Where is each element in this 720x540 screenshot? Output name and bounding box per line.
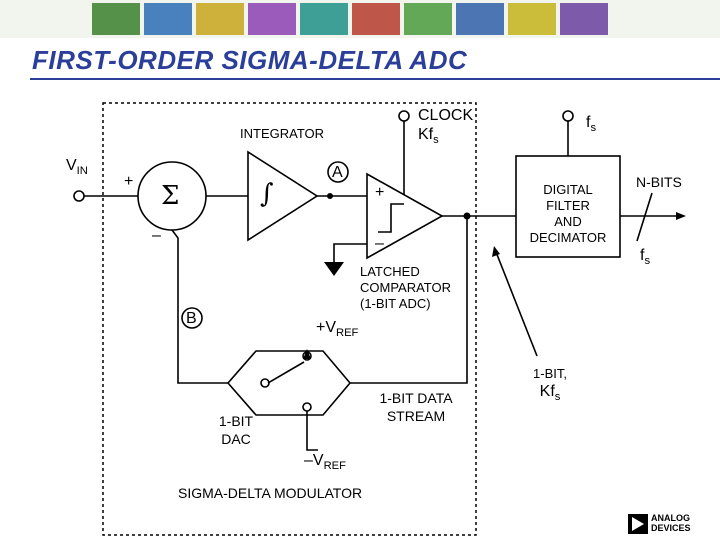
banner-tile	[196, 3, 244, 35]
node-b-bubble	[181, 307, 203, 329]
slide-title: FIRST-ORDER SIGMA-DELTA ADC	[32, 45, 468, 75]
banner-tile	[404, 3, 452, 35]
wire-vref-neg	[306, 411, 318, 451]
banner-tile	[300, 3, 348, 35]
vin-label: VIN	[66, 157, 88, 177]
vref-neg-label: –VREF	[304, 452, 346, 472]
banner-tile	[248, 3, 296, 35]
sigma-symbol: Σ	[161, 181, 180, 211]
banner-tile	[352, 3, 400, 35]
node-a-label: A	[332, 164, 343, 181]
dac-switch-pivot	[260, 378, 270, 388]
dac-label: 1-BIT DAC	[218, 413, 254, 447]
ground-triangle	[324, 262, 344, 276]
onebit-label: 1-BIT, Kfs	[533, 366, 567, 403]
banner-tile	[456, 3, 504, 35]
dac-switch-arm	[267, 361, 305, 384]
fs-top-label: fs	[586, 114, 597, 134]
fs-terminal	[562, 110, 574, 122]
integral-symbol: ∫	[260, 179, 274, 209]
wire-dac-to-sum	[171, 229, 228, 384]
clock-terminal	[398, 110, 410, 122]
integrator-amplifier	[247, 150, 319, 242]
modulator-boundary	[102, 102, 477, 536]
integrator-label: INTEGRATOR	[240, 126, 325, 141]
comparator-plus-sign: +	[375, 184, 385, 201]
leader-onebit-stream	[495, 251, 538, 357]
nbits-label: N-BITS	[636, 174, 682, 190]
wire-feedback-stream	[350, 216, 468, 384]
vref-pos-arrowhead	[303, 349, 311, 359]
node-a-bubble	[327, 161, 349, 183]
banner-tile	[508, 3, 556, 35]
datastream-label: 1-BIT DATA STREAM	[379, 390, 453, 424]
output-arrowhead	[676, 212, 686, 220]
banner-tile	[92, 3, 140, 35]
banner-tile	[144, 3, 192, 35]
dac-block	[226, 350, 352, 416]
sum-minus-sign: –	[152, 227, 161, 244]
vin-terminal	[73, 190, 85, 202]
latched-comparator-label: LATCHED COMPARATOR (1-BIT ADC)	[360, 264, 452, 311]
bus-slash	[636, 192, 653, 242]
comparator-minus-sign: –	[375, 235, 384, 252]
digital-filter-label: DIGITAL FILTER AND DECIMATOR	[529, 182, 607, 245]
node-a-dot	[327, 193, 333, 199]
modulator-label: SIGMA-DELTA MODULATOR	[178, 485, 363, 501]
vref-pos-label: +VREF	[316, 319, 359, 339]
title-underline	[30, 78, 720, 80]
analog-devices-logo-icon	[628, 514, 648, 534]
node-output-dot	[463, 212, 471, 220]
node-b-label: B	[186, 310, 197, 327]
logo-wordmark: ANALOG DEVICES	[651, 513, 691, 533]
sum-plus-sign: +	[124, 173, 134, 190]
leader-arrowhead	[492, 246, 500, 257]
fs-out-label: fs	[640, 247, 651, 267]
banner-decoration	[92, 3, 608, 35]
banner-tile	[560, 3, 608, 35]
clock-label: CLOCK Kfs	[418, 107, 474, 146]
comparator-hysteresis-symbol	[378, 203, 404, 233]
comparator-ground-wire	[333, 243, 367, 262]
vref-neg-contact	[302, 402, 312, 412]
